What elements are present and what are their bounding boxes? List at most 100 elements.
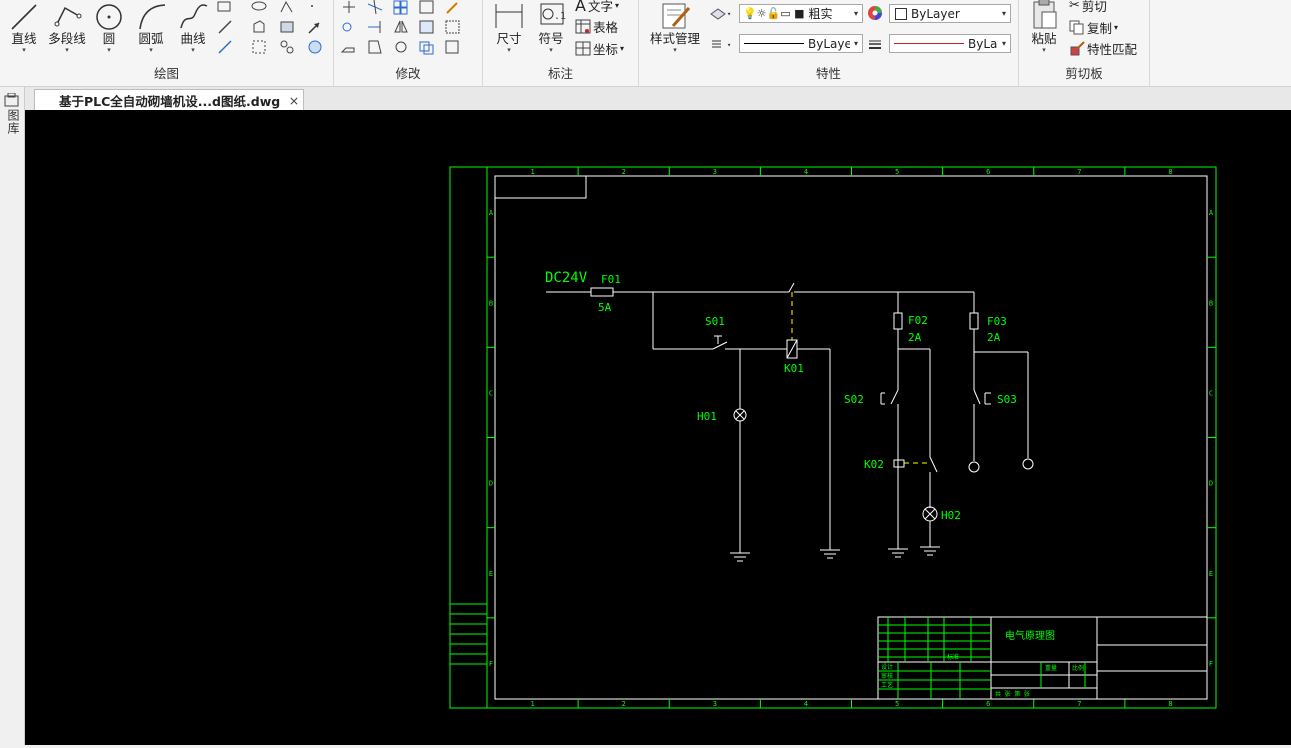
dimension-label: 尺寸 <box>496 31 522 46</box>
symbol-label: 符号 <box>538 31 564 46</box>
zone-column-label: 4 <box>804 700 808 708</box>
lineweight-manager-icon[interactable] <box>867 36 885 54</box>
text-button[interactable]: A 文字▾ <box>575 0 619 15</box>
drawing-name: 电气原理图 <box>1005 629 1055 642</box>
linetype-dropdown[interactable]: ByLayer ▾ <box>739 34 863 53</box>
zone-row-label: E <box>1209 570 1213 578</box>
color-value: ByLayer <box>911 6 960 21</box>
library-tab[interactable]: 图库 <box>6 109 20 135</box>
ray-icon[interactable] <box>216 38 234 56</box>
move-icon[interactable] <box>340 0 358 18</box>
lineweight-preview <box>894 43 964 44</box>
inner-frame <box>494 175 1208 700</box>
paste-button[interactable]: 粘贴 ▾ <box>1025 0 1063 54</box>
break-icon[interactable] <box>366 38 384 56</box>
lineweight-dropdown[interactable]: ByLay ▾ <box>889 34 1011 53</box>
copy-object-icon[interactable] <box>418 38 436 56</box>
zone-row-label: B <box>489 299 493 307</box>
ellipse-icon[interactable] <box>250 0 268 18</box>
chamfer-icon[interactable] <box>340 38 358 56</box>
close-icon[interactable]: × <box>288 92 300 108</box>
copy-button[interactable]: 复制▾ <box>1069 18 1118 37</box>
circle-label: 圆 <box>102 31 116 46</box>
paste-icon <box>1033 0 1057 29</box>
schematic-wires <box>546 282 1034 553</box>
paste-label: 粘贴 <box>1031 31 1057 46</box>
cloud-icon[interactable] <box>250 18 268 36</box>
scale-icon[interactable] <box>418 0 436 18</box>
zone-column-label: 1 <box>530 700 534 708</box>
component-labels: DC24V F01 5A S01 K01 H01 F02 2A F03 2A S… <box>545 270 1017 522</box>
arc-label: 圆弧 <box>138 31 164 46</box>
dimension-button[interactable]: 尺寸 ▾ <box>489 2 529 54</box>
color-dropdown[interactable]: ByLayer ▾ <box>889 4 1011 23</box>
zone-row-label: A <box>1209 209 1214 217</box>
rotate-icon[interactable] <box>392 38 410 56</box>
copy-label: 复制 <box>1087 21 1113 36</box>
offset-icon[interactable] <box>340 18 358 36</box>
title-block <box>877 616 1208 700</box>
coordinate-button[interactable]: 坐标▾ <box>575 39 624 58</box>
block-icon[interactable] <box>278 38 296 56</box>
mechanical-links <box>791 292 928 464</box>
process-label: 工艺 <box>881 681 893 689</box>
style-manager-label: 样式管理 <box>649 31 700 46</box>
stretch-icon[interactable] <box>418 18 436 36</box>
weight-label: 重量 <box>1045 664 1057 672</box>
arrow-icon[interactable] <box>306 18 324 36</box>
linetype-manager-icon[interactable]: ▾ <box>709 35 737 53</box>
cut-button[interactable]: ✂ 剪切 <box>1069 0 1107 15</box>
style-manager-button[interactable]: 样式管理 ▾ <box>643 2 707 54</box>
mirror-icon[interactable] <box>392 18 410 36</box>
circle-button[interactable]: 圆 ▾ <box>92 2 126 54</box>
supply-label: DC24V <box>545 270 588 286</box>
line-button[interactable]: 直线 ▾ <box>4 2 44 54</box>
boundary-icon[interactable] <box>306 38 324 56</box>
zone-row-label: D <box>1209 480 1213 488</box>
arc-button[interactable]: 圆弧 ▾ <box>132 2 170 54</box>
polygon-icon[interactable] <box>278 0 296 18</box>
region-icon[interactable] <box>278 18 296 36</box>
polyline-icon <box>54 6 82 27</box>
color-wheel-icon[interactable] <box>867 5 885 23</box>
layer-dropdown[interactable]: 💡☼🔓▭ ■ 粗实 ▾ <box>739 4 863 23</box>
point-icon[interactable] <box>306 0 324 18</box>
array-icon[interactable] <box>392 0 410 18</box>
coil-k02 <box>893 459 905 468</box>
document-tab[interactable]: 基于PLC全自动砌墙机设...d图纸.dwg × <box>34 89 304 110</box>
symbol-icon: .1 <box>540 3 566 25</box>
linetype-value: ByLayer <box>808 36 850 51</box>
arc-icon <box>139 4 166 30</box>
trim-icon[interactable] <box>366 0 384 18</box>
curve-button[interactable]: 曲线 ▾ <box>174 2 212 54</box>
table-button[interactable]: 表格 <box>575 17 618 36</box>
edit-icon[interactable] <box>444 0 462 18</box>
label-s01: S01 <box>705 315 725 328</box>
match-properties-button[interactable]: 特性匹配 <box>1069 39 1137 58</box>
hatch-icon[interactable] <box>250 38 268 56</box>
zone-row-label: C <box>1209 389 1213 397</box>
polyline-button[interactable]: 多段线 ▾ <box>44 2 90 54</box>
library-icon[interactable] <box>4 93 20 107</box>
table-label: 表格 <box>593 20 619 35</box>
extend-icon[interactable] <box>366 18 384 36</box>
construction-line-icon[interactable] <box>216 18 234 36</box>
zone-column-label: 2 <box>622 700 626 708</box>
zone-row-label: A <box>489 209 494 217</box>
match-properties-label: 特性匹配 <box>1087 42 1138 57</box>
ground-symbols <box>730 546 940 562</box>
symbol-button[interactable]: .1 符号 ▾ <box>531 2 571 54</box>
document-tab-title: 基于PLC全自动砌墙机设...d图纸.dwg <box>59 93 281 109</box>
explode-icon[interactable] <box>444 18 462 36</box>
annotate-group: 尺寸 ▾ .1 符号 ▾ A 文字▾ 表格 坐标▾ 标注 <box>483 0 639 86</box>
properties-edit-icon[interactable] <box>444 38 462 56</box>
style-manager-icon <box>662 3 691 29</box>
rectangle-icon[interactable] <box>216 0 234 18</box>
library-sidebar: 图库 <box>0 87 25 745</box>
zone-row-label: B <box>1209 299 1213 307</box>
layer-manager-icon[interactable]: ▾ <box>709 4 733 22</box>
draw-group-label: 绘图 <box>153 66 179 81</box>
